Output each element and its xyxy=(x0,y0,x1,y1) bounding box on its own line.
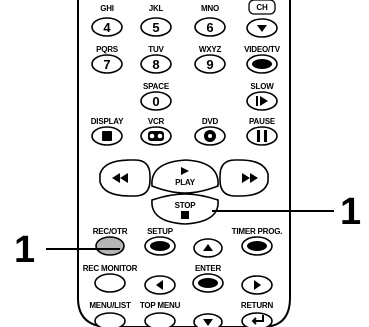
label-menu-list: MENU/LIST xyxy=(89,301,131,310)
triangle-down-icon xyxy=(257,25,267,32)
label-setup: SETUP xyxy=(147,227,174,236)
label-return: RETURN xyxy=(241,301,274,310)
label-timer-prog: TIMER PROG. xyxy=(232,227,283,236)
ch-frame xyxy=(248,0,276,15)
button-8[interactable] xyxy=(140,54,172,74)
pause-icon xyxy=(257,130,267,142)
digit-7: 7 xyxy=(103,57,110,72)
return-arrow-icon xyxy=(251,315,264,325)
square-icon xyxy=(102,131,112,141)
triangle-down-icon-nav xyxy=(203,319,213,326)
button-6[interactable] xyxy=(194,17,226,37)
label-vcr: VCR xyxy=(148,117,165,126)
button-0[interactable] xyxy=(140,91,172,111)
label-pqrs: PQRS xyxy=(96,45,119,54)
button-9[interactable] xyxy=(194,54,226,74)
top-menu-button[interactable] xyxy=(144,312,176,327)
rec-monitor-button[interactable] xyxy=(94,273,126,293)
label-stop: STOP xyxy=(175,201,197,210)
digit-9: 9 xyxy=(206,57,213,72)
digit-0: 0 xyxy=(152,94,159,109)
triangle-right-icon xyxy=(254,280,261,290)
label-video-tv: VIDEO/TV xyxy=(244,45,281,54)
button-5[interactable] xyxy=(140,17,172,37)
stop-icon xyxy=(181,211,189,219)
digit-4: 4 xyxy=(103,20,111,35)
callout-number-rec: 1 xyxy=(14,229,35,271)
digit-8: 8 xyxy=(152,57,159,72)
filled-oval-icon xyxy=(252,59,272,69)
label-rec-otr: REC/OTR xyxy=(93,227,128,236)
label-ch: CH xyxy=(256,3,268,12)
stop-button[interactable] xyxy=(151,193,219,225)
label-rec-monitor: REC MONITOR xyxy=(83,264,138,273)
callout-number-stop: 1 xyxy=(340,191,361,233)
play-button[interactable] xyxy=(151,159,219,194)
button-7[interactable] xyxy=(91,54,123,74)
label-enter: ENTER xyxy=(195,264,222,273)
slow-icon xyxy=(256,96,268,106)
label-slow: SLOW xyxy=(250,82,274,91)
label-wxyz: WXYZ xyxy=(199,45,222,54)
triangle-left-icon xyxy=(156,280,163,290)
menu-list-button[interactable] xyxy=(94,312,126,327)
label-pause: PAUSE xyxy=(249,117,276,126)
label-space: SPACE xyxy=(143,82,170,91)
fast-forward-icon xyxy=(242,173,258,183)
filled-oval-icon-enter xyxy=(198,278,218,288)
disc-icon xyxy=(204,130,216,142)
rec-otr-button[interactable] xyxy=(95,236,125,256)
label-dvd: DVD xyxy=(202,117,219,126)
digit-5: 5 xyxy=(152,20,159,35)
label-ghi: GHI xyxy=(100,4,114,13)
digit-6: 6 xyxy=(206,20,213,35)
label-top-menu: TOP MENU xyxy=(140,301,181,310)
label-play: PLAY xyxy=(175,178,196,187)
cassette-icon xyxy=(148,131,164,141)
label-tuv: TUV xyxy=(148,45,164,54)
play-icon xyxy=(181,167,189,175)
filled-oval-icon-timer xyxy=(247,241,267,251)
button-4[interactable] xyxy=(91,17,123,37)
filled-oval-icon-setup xyxy=(150,241,170,251)
label-mno: MNO xyxy=(201,4,219,13)
label-display: DISPLAY xyxy=(91,117,124,126)
label-jkl: JKL xyxy=(149,4,164,13)
rewind-icon xyxy=(112,173,128,183)
triangle-up-icon xyxy=(203,244,213,251)
pause-button[interactable] xyxy=(246,126,278,146)
